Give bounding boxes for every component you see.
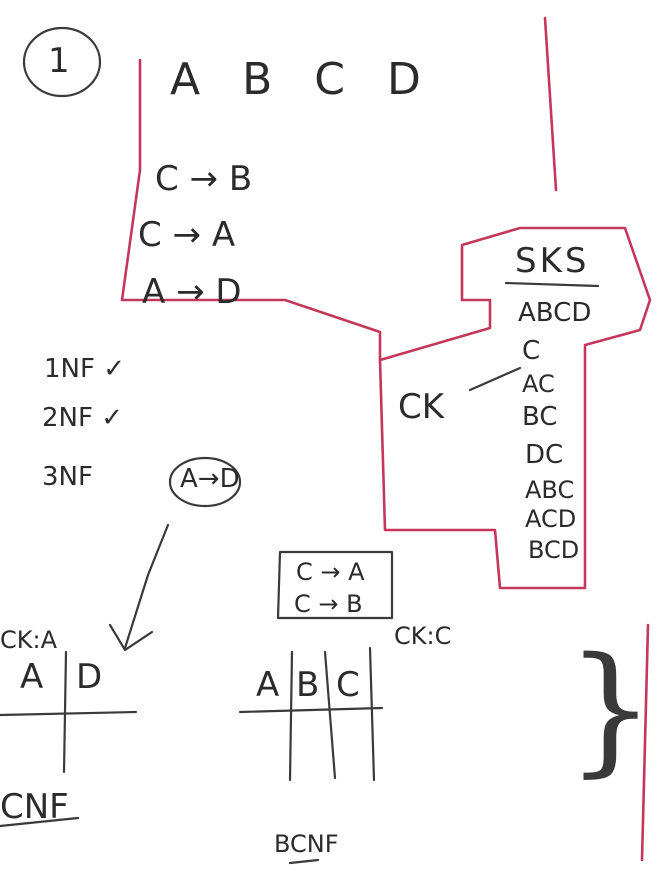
left-ck-label: CK:A	[0, 626, 57, 654]
relation-attributes: A B C D	[170, 54, 425, 105]
mid-table-rule	[238, 706, 384, 714]
note-number: 1	[48, 41, 70, 81]
nf1-line: 1NF ✓	[44, 354, 125, 384]
mid-table-col: B	[296, 665, 320, 705]
sks-title: SKS	[515, 241, 590, 281]
relation-right-line	[543, 16, 558, 192]
mid-table-divider-2	[323, 650, 337, 780]
sks-item: BCD	[528, 536, 580, 564]
mid-table-col: C	[336, 665, 360, 705]
sks-item: DC	[525, 440, 564, 470]
number-circle	[22, 26, 102, 98]
ck-pointer	[468, 366, 522, 392]
mid-fd-box	[276, 550, 394, 620]
fd-2: C → A	[138, 215, 236, 255]
sks-item: ABC	[525, 476, 575, 504]
mid-table-divider-1	[288, 650, 294, 782]
violation-ellipse	[168, 456, 242, 508]
right-edge-line	[640, 623, 650, 862]
fd-1: C → B	[155, 159, 253, 199]
sks-item: ABCD	[518, 298, 592, 328]
decompose-arrow	[123, 523, 170, 650]
sks-item: C	[522, 336, 541, 366]
sks-underline	[504, 281, 600, 288]
sks-item: ACD	[525, 505, 577, 533]
mid-ck-label: CK:C	[394, 622, 452, 650]
mid-footer-underline	[288, 858, 320, 865]
relation-outline	[120, 58, 382, 362]
brace: }	[566, 628, 656, 791]
mid-table-col: A	[256, 665, 280, 705]
sks-item: BC	[522, 402, 558, 432]
mid-footer: BCNF	[274, 830, 339, 858]
nf2-line: 2NF ✓	[42, 403, 123, 433]
nf3-violation: A→D	[180, 464, 240, 494]
mid-fd: C → A	[296, 558, 365, 586]
mid-fd: C → B	[294, 590, 363, 618]
ck-label: CK	[398, 387, 445, 427]
decompose-arrowhead	[108, 623, 154, 652]
left-table-divider	[62, 650, 68, 774]
sks-item: AC	[522, 370, 555, 398]
left-table-rule	[0, 710, 138, 717]
sks-outline	[378, 226, 652, 590]
nf3-line: 3NF	[42, 462, 93, 492]
fd-3: A → D	[142, 272, 242, 312]
left-table-col: D	[76, 657, 103, 697]
left-footer: CNF	[0, 787, 69, 827]
left-table-col: A	[20, 657, 44, 697]
mid-table-divider-3	[368, 646, 376, 782]
left-footer-underline	[0, 816, 80, 828]
